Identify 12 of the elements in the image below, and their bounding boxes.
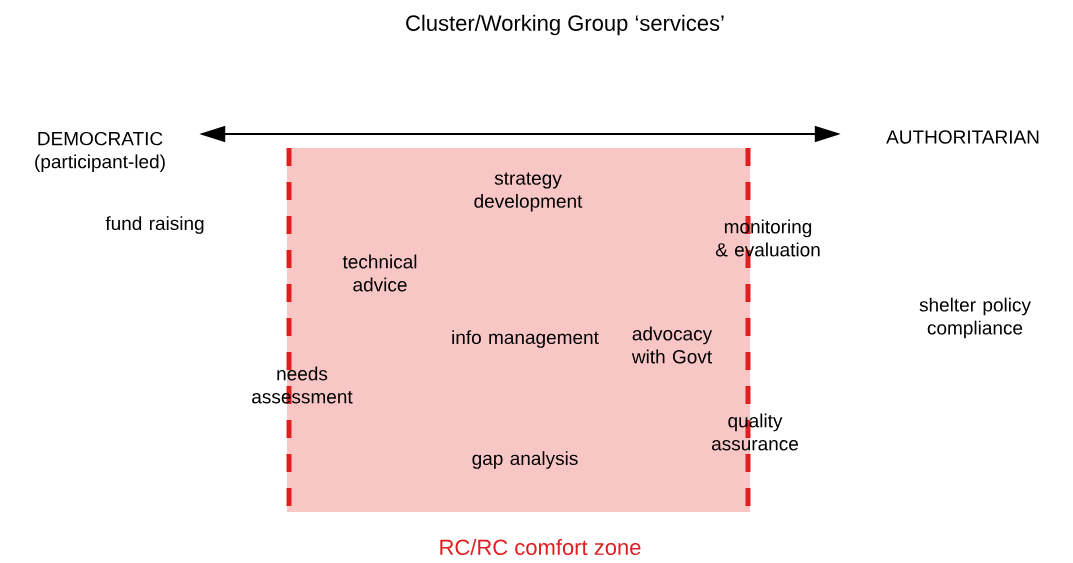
service-label: info management (452, 330, 599, 348)
pole-label: AUTHORITARIAN (886, 130, 1039, 144)
service-label: quality assurance (712, 413, 798, 451)
service-label: strategy development (474, 172, 583, 212)
service-label: technical advice (342, 254, 417, 292)
service-label: advocacy with Govt (631, 326, 713, 364)
service-label: fund raising (105, 216, 204, 234)
service-label: gap analysis (472, 451, 578, 469)
pole-label: DEMOCRATIC (participant-led) (35, 131, 165, 173)
title: Cluster/Working Group ‘services’ (406, 14, 724, 36)
node-label: RC/RC comfort zone (440, 538, 641, 556)
service-label: shelter policy compliance (919, 297, 1031, 339)
